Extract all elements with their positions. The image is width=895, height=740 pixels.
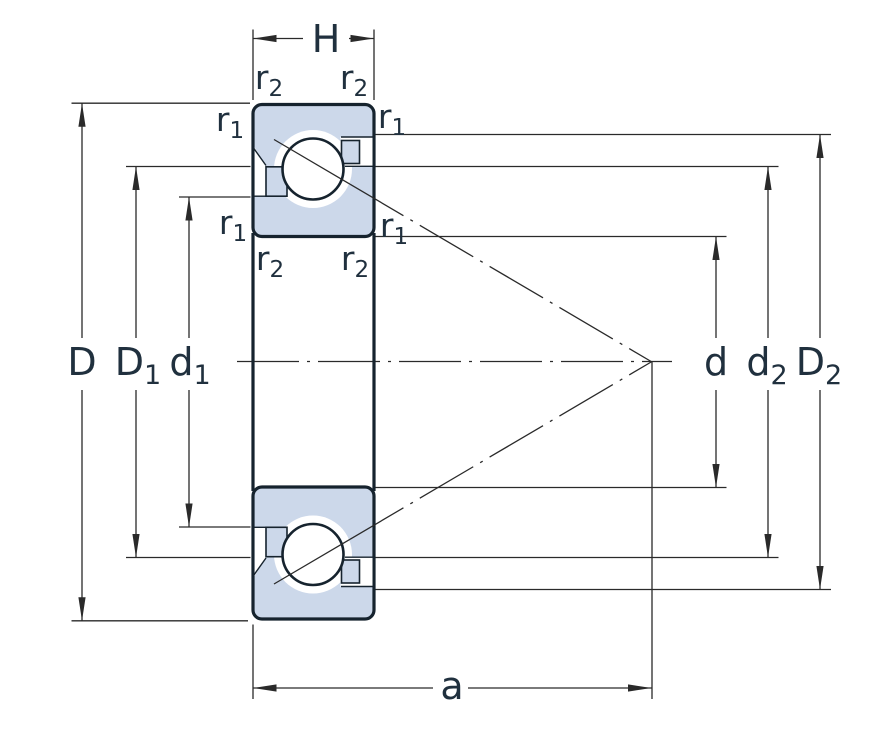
label-D2: D2 [796, 340, 842, 391]
dimension-lines [78, 34, 824, 692]
label-H: H [312, 17, 341, 61]
bearing [250, 102, 654, 621]
counterbore-step [340, 139, 361, 165]
left-gap-band [254, 147, 266, 196]
label-r1-upper-left: r1 [216, 100, 244, 144]
label-r2-top-left: r2 [255, 58, 283, 102]
label-r2-bottom-right: r2 [341, 239, 369, 283]
label-d: d [704, 340, 728, 384]
bearing-top-section [251, 102, 653, 363]
contact-line-to-apex [349, 183, 653, 363]
label-d2: d2 [746, 340, 787, 391]
label-r1-lower-left: r1 [219, 203, 247, 247]
bearing-ball [281, 137, 345, 201]
bearing-bottom-section [250, 359, 654, 621]
label-r1-lower-right: r1 [380, 206, 408, 250]
label-D: D [67, 340, 96, 384]
dimension-labels: H D D1 d1 d d2 D2 a [67, 17, 842, 708]
label-r1-upper-right: r1 [378, 97, 406, 141]
label-D1: D1 [115, 340, 161, 391]
contact-line-solid [273, 138, 351, 185]
label-r2-bottom-left: r2 [256, 239, 284, 283]
label-a: a [440, 664, 463, 708]
outer-ring-chamfer-edge [251, 146, 267, 166]
label-d1: d1 [169, 340, 210, 391]
fillet-radius-labels: r2 r2 r1 r1 r1 r1 r2 r2 [216, 58, 408, 283]
extension-lines [71, 29, 831, 699]
label-r2-top-right: r2 [340, 58, 368, 102]
